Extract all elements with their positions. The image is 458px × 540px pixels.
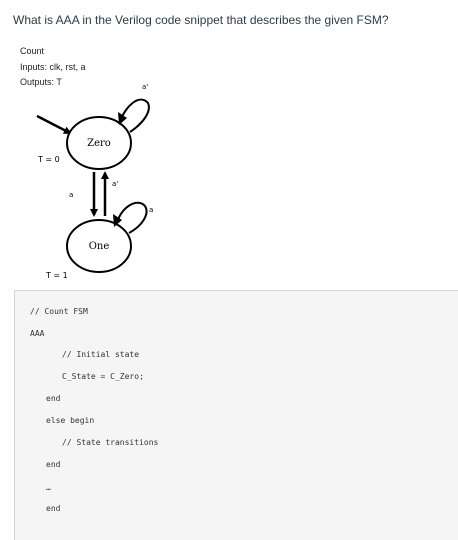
self-loop-zero [118,98,150,133]
code-end-2: end [46,460,61,469]
fsm-name: Count [20,46,45,56]
self-loop-one [115,201,148,234]
state-zero-label: Zero [87,138,111,149]
output-one-label: T = 1 [45,271,68,280]
code-comment-initial: // Initial state [62,350,140,359]
output-zero-label: T = 0 [37,155,60,164]
code-end-1: end [46,394,61,403]
code-ellipsis: … [46,483,51,492]
question-text: What is AAA in the Verilog code snippet … [13,13,389,27]
code-comment-fsm: // Count FSM [30,307,88,316]
self-loop-zero-arrowhead [118,112,127,125]
code-end-3: end [46,504,61,513]
state-one-label: One [89,241,110,252]
code-else-begin: else begin [46,416,95,425]
fsm-diagram: Zero a' T = 0 a a' One a T = 1 [36,83,153,280]
code-assign-zero: C_State = C_Zero; [62,372,144,381]
self-loop-zero-label: a' [142,83,148,91]
label-one-to-zero: a' [112,180,118,188]
self-loop-one-arrowhead [113,214,122,227]
code-aaa: AAA [30,329,45,338]
fsm-inputs: Inputs: clk, rst, a [20,62,86,72]
state-zero-circle [66,116,132,170]
start-arrow [36,114,72,135]
code-block: // Count FSM AAA // Initial state C_Stat… [14,290,458,540]
state-one-circle [66,219,132,273]
fsm-outputs: Outputs: T [20,77,62,87]
code-comment-transitions: // State transitions [62,438,159,447]
label-zero-to-one: a [69,191,73,199]
self-loop-one-label: a [149,206,153,214]
